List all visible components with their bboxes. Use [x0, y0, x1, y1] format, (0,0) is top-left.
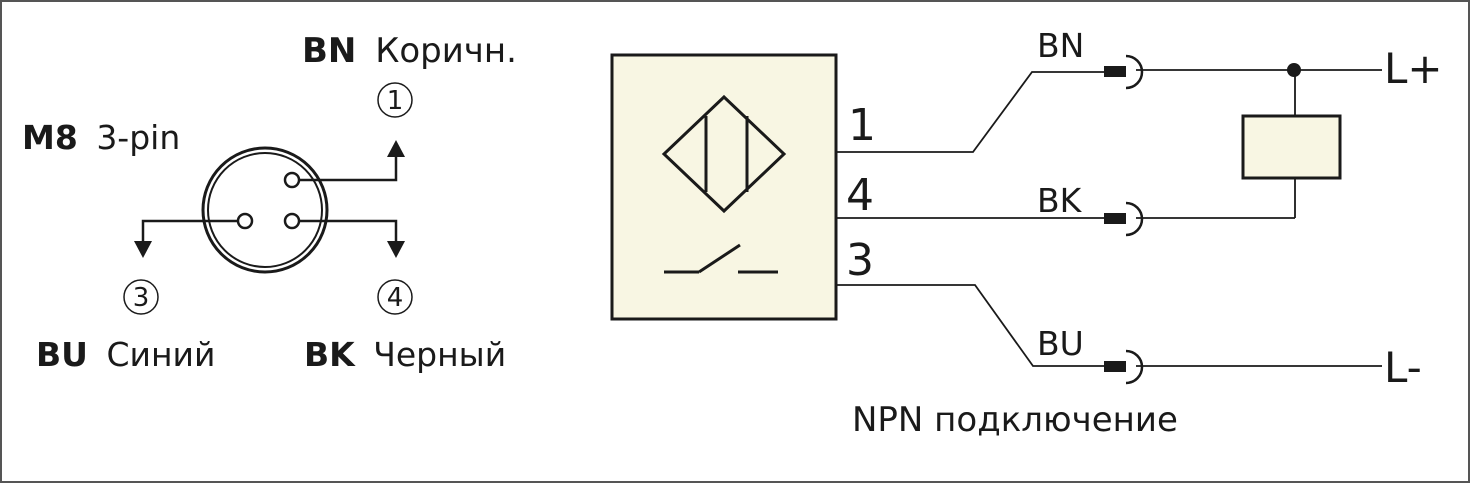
connector-pins: 3-pin [96, 118, 180, 157]
pin-1-lead [299, 155, 398, 182]
pin-1-number: 1 [387, 86, 404, 116]
pin-1-name: Коричн. [375, 31, 517, 71]
wire-bk-label: BK [1037, 181, 1083, 220]
pin-4-arrow-icon [387, 241, 405, 258]
diagram-caption: NPN подключение [852, 400, 1178, 440]
pin-3-number-circle [123, 279, 159, 315]
pin-1-code: BN [302, 31, 356, 71]
inductive-sensor-icon [661, 94, 787, 214]
pin-1-label: BN Коричн. [302, 31, 517, 71]
plug-bu-icon [1104, 349, 1144, 385]
wire-bn-label: BN [1037, 26, 1084, 65]
pin-3-arrow-icon [134, 241, 152, 258]
connector-pinout [123, 82, 413, 315]
load-box [1241, 114, 1342, 180]
wire-bu [836, 284, 1106, 367]
terminal-4-label: 4 [846, 170, 874, 221]
connector-model: M8 [22, 118, 78, 157]
pin-3-name: Синий [106, 335, 215, 374]
junction-dot [1287, 63, 1301, 77]
terminal-3-label: 3 [846, 235, 874, 286]
supply-plus-label: L+ [1384, 44, 1443, 93]
wires [836, 69, 1382, 367]
pin-1-number-circle [377, 82, 413, 118]
pin-4-label: BK Черный [304, 335, 506, 374]
connector-outer-ring [201, 146, 329, 274]
wire-bu-label: BU [1037, 324, 1084, 363]
connector-type-label: M8 3-pin [22, 118, 180, 157]
connector-inner-ring [207, 152, 323, 268]
terminal-1-label: 1 [848, 100, 876, 151]
pin-3-label: BU Синий [36, 335, 215, 374]
pin-3-lead [141, 219, 238, 243]
pin-3-code: BU [36, 335, 88, 374]
pin-4-code: BK [304, 335, 356, 374]
switch-contact-icon [664, 243, 778, 274]
plug-bn-icon [1104, 54, 1144, 90]
pin-1-arrow-icon [387, 140, 405, 157]
sensor-body [610, 53, 838, 321]
pin-4-lead [299, 219, 398, 243]
pin-3-number: 3 [133, 283, 150, 313]
supply-minus-label: L- [1384, 343, 1422, 392]
plug-bk-icon [1104, 201, 1144, 237]
pin-4-name: Черный [373, 335, 506, 374]
pin-4-number: 4 [387, 283, 404, 313]
pin-4-number-circle [377, 279, 413, 315]
wire-bn [836, 71, 1106, 153]
